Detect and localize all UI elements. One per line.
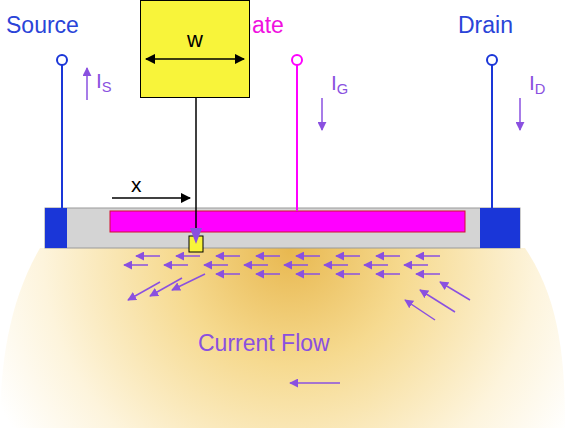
- probe-line: [195, 98, 197, 228]
- channel-slab: [45, 208, 520, 248]
- dimension-label: x: [131, 174, 142, 195]
- current-label: IS: [96, 70, 112, 95]
- flow-label: Current Flow: [198, 332, 330, 355]
- current-region: [0, 248, 565, 428]
- source-contact: [45, 208, 67, 248]
- x-dimension: [112, 197, 190, 199]
- terminal-label: Drain: [458, 14, 513, 37]
- current-arrows: [124, 256, 470, 383]
- current-label: IG: [331, 72, 348, 97]
- width-label: w: [187, 29, 203, 51]
- terminals: [57, 55, 497, 211]
- current-label: ID: [529, 72, 545, 97]
- probe-box: w: [140, 0, 250, 98]
- gate-electrode: [110, 211, 465, 232]
- drain-contact: [480, 208, 520, 248]
- terminal-label: Source: [6, 14, 79, 37]
- probe-arrow: [190, 228, 202, 244]
